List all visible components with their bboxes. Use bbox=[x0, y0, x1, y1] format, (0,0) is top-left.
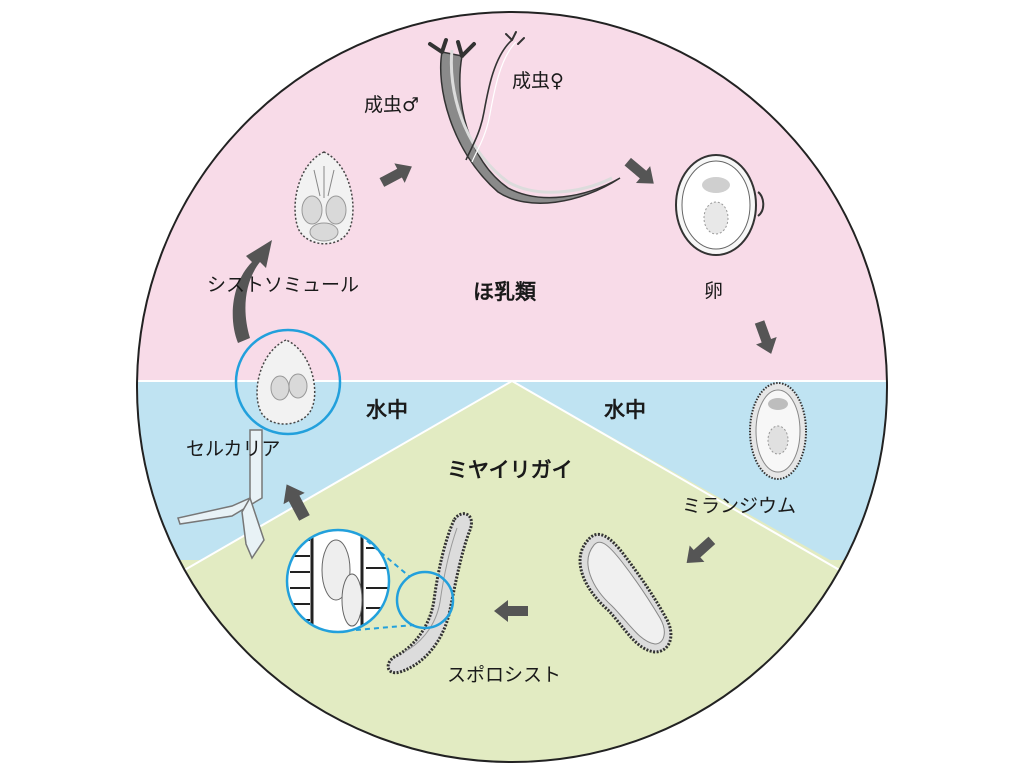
arrow-to-adult bbox=[379, 163, 412, 187]
zone-label-water-right: 水中 bbox=[604, 398, 646, 422]
schistosomule-illustration bbox=[294, 151, 354, 245]
zone-label-snail: ミヤイリガイ bbox=[447, 458, 573, 482]
stage-label-egg: 卵 bbox=[704, 280, 724, 302]
stage-label-miracidium: ミランジウム bbox=[682, 495, 797, 517]
stage-label-schistosomule: シストソミュール bbox=[207, 274, 360, 296]
cercaria-illustration bbox=[177, 328, 342, 560]
daughter-sporocyst-illustration bbox=[386, 512, 473, 675]
egg-illustration bbox=[675, 154, 765, 256]
cercaria-highlight-ring bbox=[234, 328, 342, 436]
snail-water-divider bbox=[149, 379, 875, 591]
miracidium-illustration bbox=[749, 382, 807, 480]
cycle-arrows bbox=[232, 157, 777, 622]
zone-label-host: ほ乳類 bbox=[473, 280, 536, 304]
stage-label-adult-female: 成虫♀ bbox=[512, 70, 564, 92]
outer-circle bbox=[136, 11, 888, 763]
arrow-to-egg bbox=[624, 157, 654, 184]
arrow-to-schistosomule bbox=[232, 240, 272, 343]
stage-label-adult-male: 成虫♂ bbox=[364, 94, 420, 116]
mother-sporocyst-illustration bbox=[578, 533, 673, 654]
zone-label-water-left: 水中 bbox=[366, 398, 408, 422]
arrow-to-zoom bbox=[494, 600, 528, 622]
arrow-to-sporocyst bbox=[686, 536, 716, 564]
zoom-source-ring bbox=[395, 570, 455, 630]
stage-label-cercaria: セルカリア bbox=[186, 438, 281, 460]
arrow-to-cercaria bbox=[283, 484, 310, 521]
adult-worms-illustration bbox=[428, 31, 621, 204]
zoom-ring bbox=[285, 528, 391, 634]
stage-label-sporocyst: スポロシスト bbox=[447, 664, 562, 686]
arrow-to-miracidium bbox=[754, 320, 777, 354]
